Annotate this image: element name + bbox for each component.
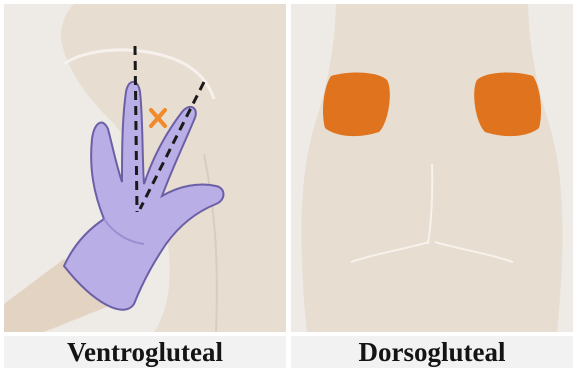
ventrogluteal-caption: Ventrogluteal — [4, 336, 286, 368]
right-injection-site — [474, 73, 541, 137]
dorsogluteal-caption: Dorsogluteal — [291, 336, 573, 368]
ventrogluteal-panel — [4, 4, 286, 332]
ventrogluteal-illustration — [4, 4, 286, 332]
left-injection-site — [323, 73, 390, 137]
dorsogluteal-illustration — [291, 4, 573, 332]
dorsogluteal-panel — [291, 4, 573, 332]
